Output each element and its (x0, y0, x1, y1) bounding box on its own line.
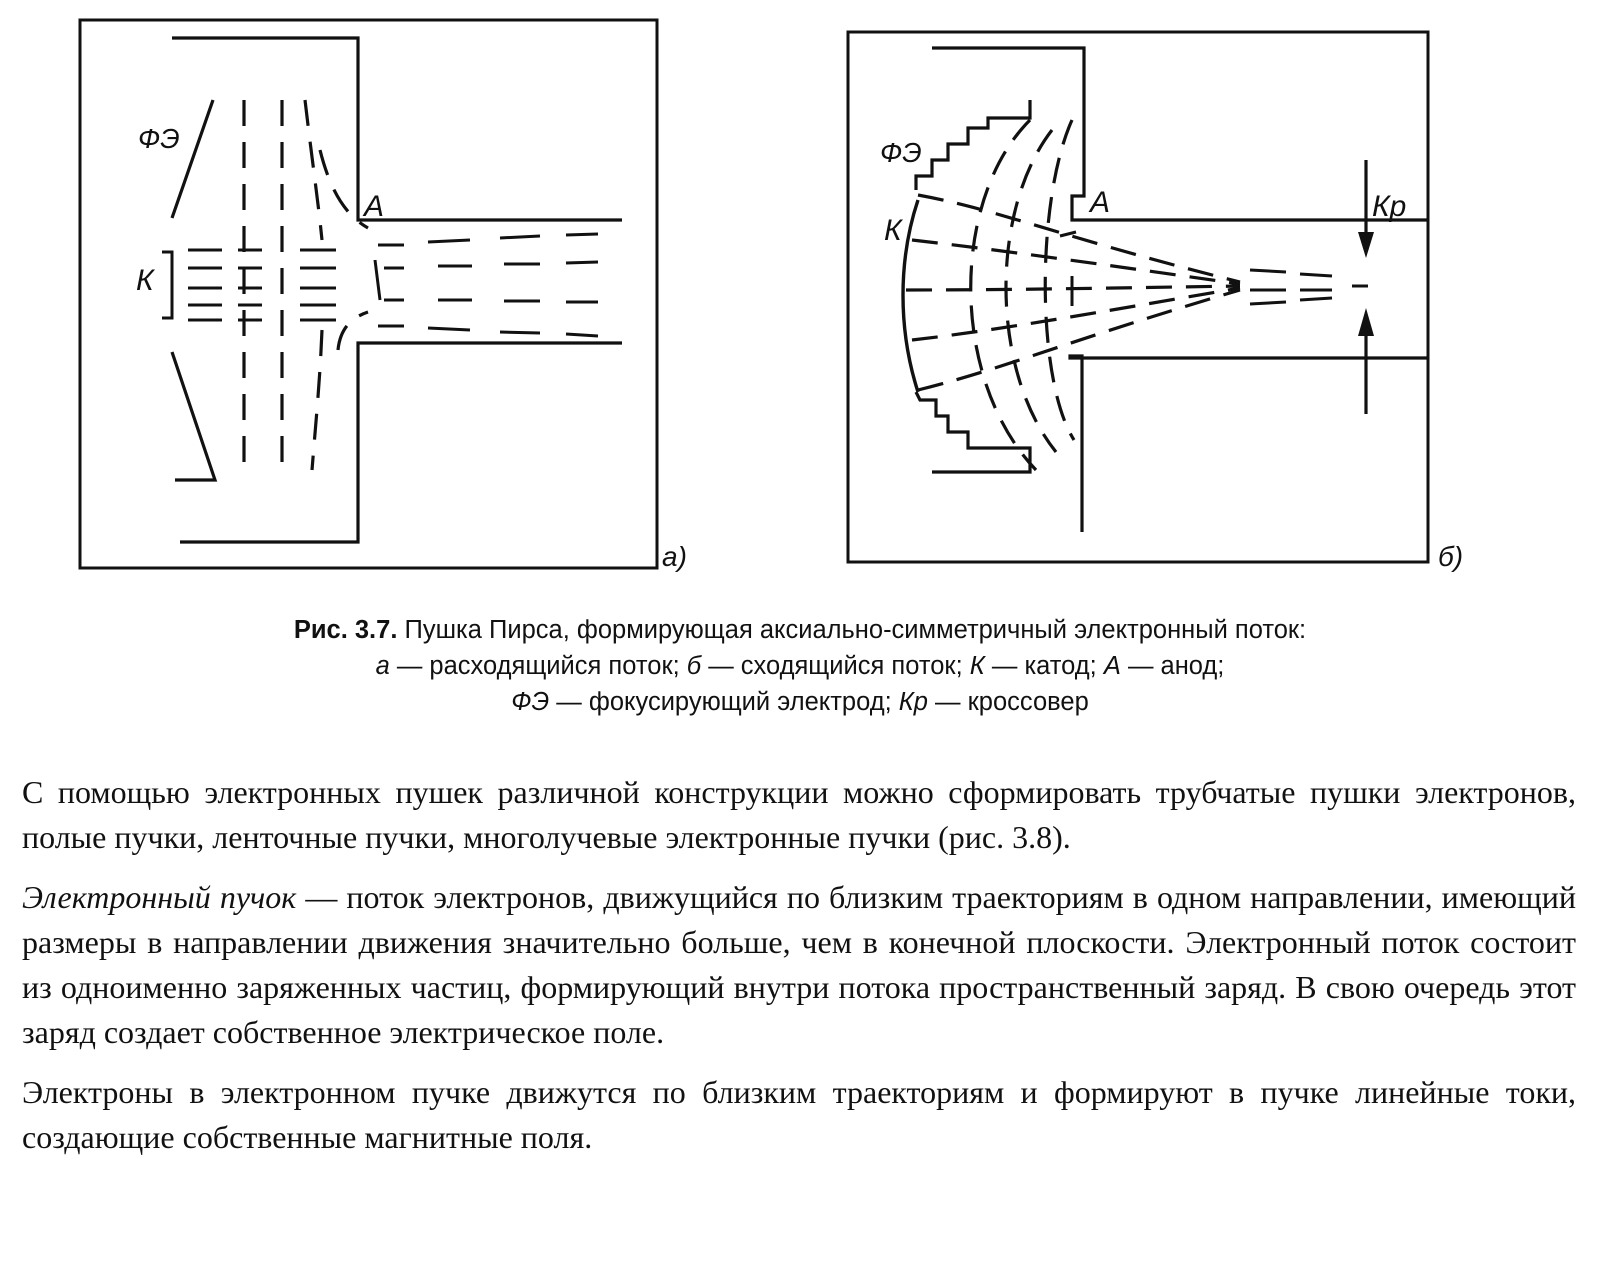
panel-a-anode-upper (172, 36, 622, 222)
panel-b-focusing-electrode-bottom (914, 391, 1032, 474)
panel-b-trajectories (905, 118, 1241, 472)
body-text: С помощью электронных пушек различной ко… (22, 770, 1576, 1175)
panel-a-label-focusing-electrode: ФЭ (138, 123, 180, 154)
panel-b-label-crossover: Кр (1372, 190, 1406, 223)
panel-a-frame (78, 18, 659, 570)
panel-b-frame (846, 30, 1430, 564)
caption-line-2: а — расходящийся поток; б — сходящийся п… (60, 648, 1540, 684)
panel-a-label-anode: А (362, 190, 384, 223)
paragraph-2: Электронный пучок — поток электронов, дв… (22, 875, 1576, 1055)
paragraph-1: С помощью электронных пушек различной ко… (22, 774, 1576, 855)
caption-key-anode: А (1103, 652, 1121, 680)
figure-drawing: ФЭ К А а) (78, 18, 1463, 572)
caption-key-kr-text: — кроссовер (927, 688, 1089, 716)
panel-b-label-focusing-electrode: ФЭ (880, 137, 922, 168)
caption-key-a: а (375, 652, 390, 680)
panel-a-diagram: ФЭ К А а) (78, 18, 687, 572)
caption-title: Пушка Пирса, формирующая аксиально-симме… (404, 616, 1307, 644)
paragraph-2-text: — поток электронов, движущийся по близки… (22, 879, 1577, 1050)
paragraph-2-term: Электронный пучок (22, 879, 297, 915)
panel-b-arrow-up-icon (1358, 308, 1374, 336)
panel-a-cathode-bracket (162, 250, 174, 320)
panel-b-anode-lower (1068, 354, 1428, 532)
panel-b-crossover-arrows (1358, 160, 1374, 414)
panel-b-diagram: ФЭ К А Кр б) (846, 30, 1463, 572)
panel-b-label-cathode: К (884, 214, 904, 247)
caption-key-k: К (969, 652, 985, 680)
panel-b-arrow-down-icon (1358, 232, 1374, 258)
caption-line-3: ФЭ — фокусирующий электрод; Кр — кроссов… (60, 684, 1540, 720)
figure-3-7: ФЭ К А а) (0, 0, 1600, 600)
caption-key-fe: ФЭ (511, 688, 550, 716)
caption-key-k-text: — катод; (984, 652, 1104, 680)
panel-a-focusing-electrode-top (170, 99, 215, 219)
figure-caption: Рис. 3.7. Пушка Пирса, формирующая аксиа… (60, 612, 1540, 720)
panel-a-focusing-electrode-bottom (170, 351, 218, 482)
panel-b-label: б) (1438, 541, 1463, 572)
panel-a-beam-dashes (188, 232, 599, 338)
caption-number: Рис. 3.7. (293, 616, 398, 644)
caption-line-1: Рис. 3.7. Пушка Пирса, формирующая аксиа… (60, 612, 1540, 648)
caption-key-fe-text: — фокусирующий электрод; (549, 688, 899, 716)
panel-b-anode-upper (932, 46, 1428, 222)
panel-b-cathode (901, 199, 920, 393)
caption-key-b-text: — сходящийся поток; (701, 652, 970, 680)
panel-a-anode-lower (180, 341, 622, 544)
panel-a-label: а) (662, 541, 687, 572)
paragraph-3: Электроны в электронном пучке движутся п… (22, 1074, 1576, 1155)
caption-key-kr: Кр (898, 688, 928, 716)
panel-b-focusing-electrode-top (914, 100, 1032, 190)
panel-a-trajectories (242, 99, 369, 471)
caption-key-b: б (686, 652, 702, 680)
panel-b-tube-dashes (1059, 230, 1368, 306)
caption-key-a-text: — расходящийся поток; (389, 652, 687, 680)
caption-key-anode-text: — анод; (1120, 652, 1225, 680)
panel-b-label-anode: А (1088, 186, 1110, 219)
panel-a-label-cathode: К (136, 264, 156, 297)
